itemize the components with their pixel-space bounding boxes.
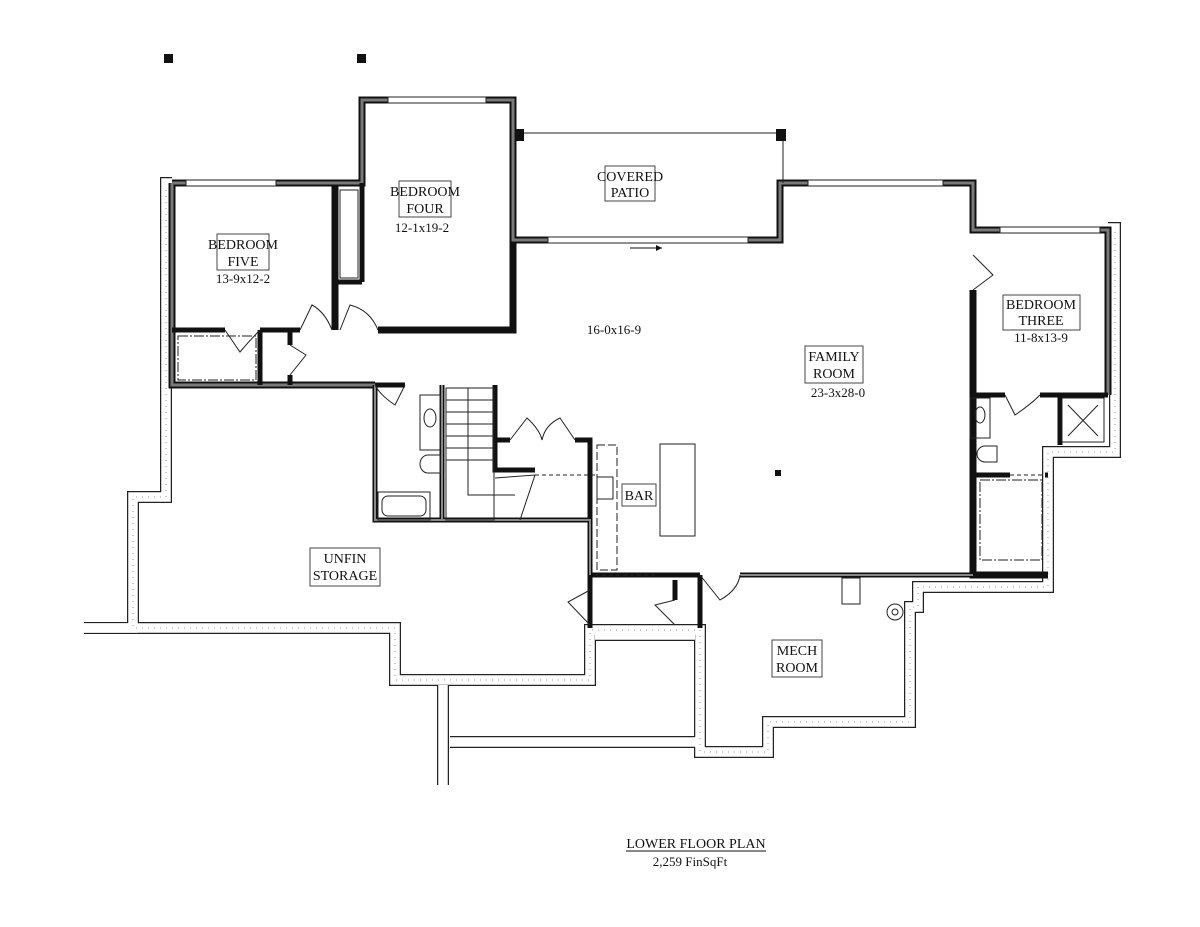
- room-label-bedroom-three: BEDROOM THREE 11-8x13-9: [1002, 294, 1081, 345]
- room-name: BEDROOM: [208, 238, 279, 253]
- bar-sink-icon: [596, 476, 614, 500]
- room-label-unfin-storage: UNFIN STORAGE: [309, 547, 381, 587]
- plan-square-footage: 2,259 FinSqFt: [653, 854, 728, 869]
- room-name: BEDROOM: [1006, 298, 1077, 313]
- room-label-covered-patio: COVERED PATIO: [597, 165, 663, 202]
- room-name: PATIO: [611, 186, 649, 201]
- room-name: MECH: [777, 644, 817, 659]
- room-name: BEDROOM: [390, 185, 461, 200]
- toilet-icon: [419, 454, 441, 474]
- column-icon: [775, 470, 781, 476]
- room-dimensions: 12-1x19-2: [395, 220, 449, 235]
- room-name: ROOM: [776, 661, 819, 676]
- room-name: COVERED: [597, 170, 663, 185]
- room-name: FIVE: [227, 255, 258, 270]
- room-name: ROOM: [813, 367, 856, 382]
- room-name: STORAGE: [313, 569, 377, 584]
- covered-patio-outline: [515, 129, 786, 183]
- room-name: THREE: [1018, 314, 1063, 329]
- survey-marker: [164, 54, 173, 63]
- water-heater-icon: [841, 577, 861, 605]
- room-name: UNFIN: [324, 552, 367, 567]
- room-label-mech-room: MECH ROOM: [771, 639, 823, 678]
- sink-icon: [974, 406, 986, 424]
- room-label-bedroom-four: BEDROOM FOUR 12-1x19-2: [390, 180, 461, 235]
- room-name: BAR: [625, 489, 654, 504]
- foundation-walls: [84, 177, 1121, 785]
- room-label-bedroom-five: BEDROOM FIVE 13-9x12-2: [208, 233, 279, 286]
- survey-marker: [357, 54, 366, 63]
- toilet-icon: [976, 445, 998, 463]
- doors: [224, 254, 1041, 626]
- bathtub-icon: [377, 491, 431, 521]
- room-dimensions: 23-3x28-0: [811, 385, 865, 400]
- furnace-icon: [886, 603, 904, 621]
- room-label-bar: BAR: [621, 483, 657, 507]
- room-name: FOUR: [406, 202, 444, 217]
- plan-title: LOWER FLOOR PLAN: [626, 837, 765, 852]
- room-label-family-room: FAMILY ROOM 23-3x28-0: [804, 345, 865, 400]
- sink-icon: [423, 408, 437, 428]
- room-dimensions: 11-8x13-9: [1014, 330, 1068, 345]
- room-dimensions: 13-9x12-2: [216, 271, 270, 286]
- room-dimensions: 16-0x16-9: [587, 322, 641, 337]
- room-name: FAMILY: [808, 350, 859, 365]
- plan-caption: LOWER FLOOR PLAN 2,259 FinSqFt: [626, 837, 766, 869]
- fixtures: [177, 189, 1105, 621]
- island-counter: [659, 443, 696, 537]
- windows: [185, 96, 1101, 251]
- stairs-icon: [445, 387, 536, 521]
- shower-icon: [1061, 397, 1105, 443]
